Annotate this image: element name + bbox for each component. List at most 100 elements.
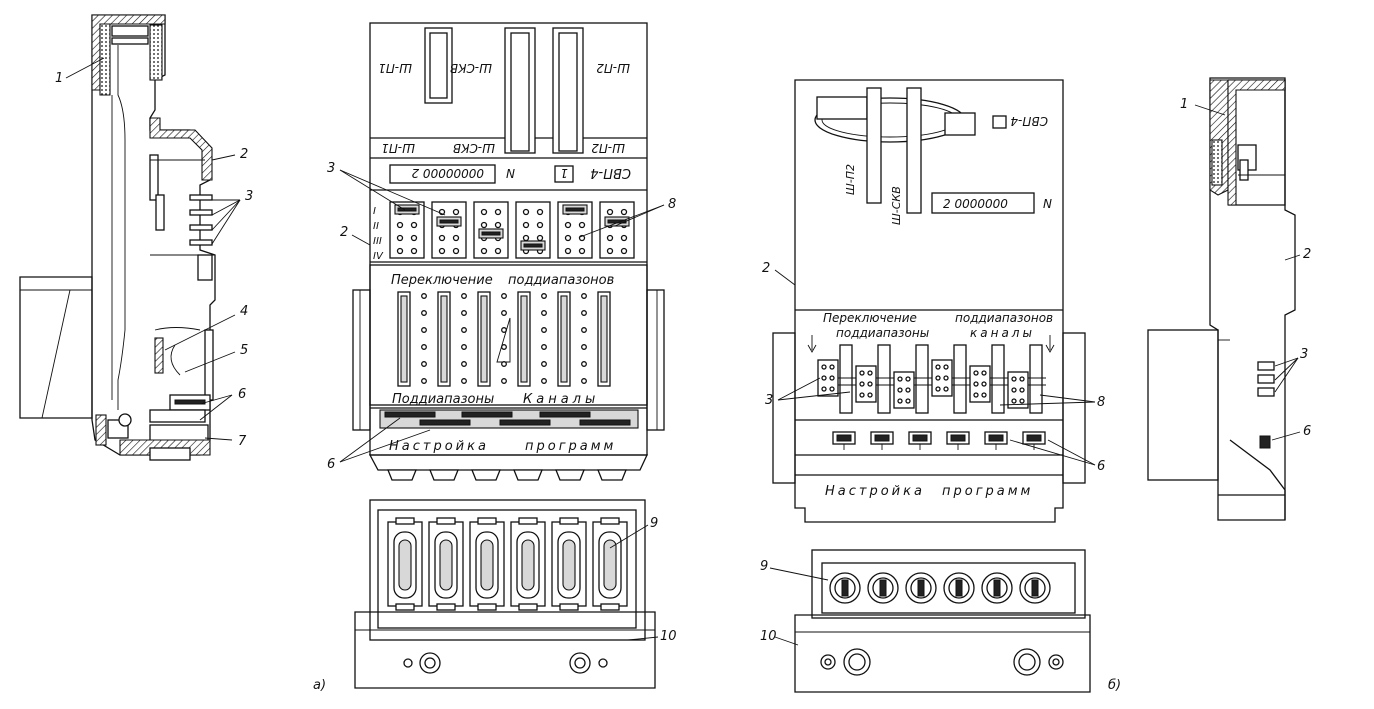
slider-columns-a: [397, 291, 611, 387]
tuning-knob: [471, 469, 501, 481]
serial-number-a: 00000000 2: [411, 166, 484, 180]
slider-dot: [501, 378, 507, 384]
slider-dot: [541, 361, 547, 367]
program-label-b: программ: [942, 484, 1033, 499]
slider-column: [1029, 344, 1043, 414]
callout-2-right: 2: [1303, 247, 1311, 262]
module-label-a-1: Ш-П1: [378, 61, 412, 75]
strip-label-a-1: Ш-П1: [381, 141, 415, 155]
switch-block: [931, 359, 953, 397]
slider-dot: [581, 344, 587, 350]
switch-heading-a-1: Переключение: [391, 273, 493, 288]
module-label-a-3: Ш-П2: [596, 61, 630, 75]
subfig-a-label: а): [313, 678, 326, 693]
callout-6-a: 6: [327, 457, 335, 472]
callout-3-right: 3: [1300, 347, 1308, 362]
tuning-label-a: Настройка: [389, 439, 489, 454]
left-side-section-view: 1 2 3 4 5 6 7: [19, 14, 253, 461]
switch-block: [855, 365, 877, 403]
slider-dot: [421, 310, 427, 316]
subfig-b-label: б): [1108, 678, 1121, 693]
slider-dot: [461, 344, 467, 350]
band-selector-block: [389, 201, 425, 259]
band-selector-block: [557, 201, 593, 259]
callout-8-a: 8: [668, 197, 676, 212]
band-marks-a: I II III IV: [373, 206, 384, 262]
callout-10-a: 10: [660, 629, 677, 644]
tuning-knob: [555, 469, 585, 481]
slider-dot: [581, 293, 587, 299]
callout-5-left: 5: [240, 343, 248, 358]
module-label-b-2: Ш-СКВ: [890, 186, 903, 225]
tuning-knob: [597, 469, 627, 481]
slider-dot: [421, 344, 427, 350]
switch-block: [893, 371, 915, 409]
slider-dot: [421, 327, 427, 333]
tuning-knob: [429, 469, 459, 481]
slider-dot: [461, 378, 467, 384]
slider-dot: [501, 310, 507, 316]
slider-dot: [541, 310, 547, 316]
switch-heading-a-2: поддиапазонов: [508, 273, 614, 288]
panel-name-a: СВП-4: [590, 165, 631, 180]
callout-4-left: 4: [240, 304, 248, 319]
channels-label-b: каналы: [970, 326, 1035, 340]
slider-dot: [501, 344, 507, 350]
view-b-connector-box: 9 10 б): [760, 549, 1121, 693]
callout-8-b: 8: [1097, 395, 1105, 410]
strip-label-a-2: Ш-СКВ: [453, 141, 495, 155]
band-mark-IV: IV: [373, 251, 384, 262]
slider-dot: [501, 293, 507, 299]
slider-dot: [541, 293, 547, 299]
connector-rounds-b: [829, 572, 1051, 604]
slider-dot: [461, 361, 467, 367]
callout-9-b: 9: [760, 559, 768, 574]
strip-label-a-3: Ш-П2: [591, 141, 625, 155]
switch-heading-b-1: Переключение: [823, 311, 917, 325]
callout-7-left: 7: [238, 434, 247, 449]
band-blocks-a: [389, 201, 635, 259]
band-selector-block: [431, 201, 467, 259]
switch-heading-b-2: поддиапазонов: [955, 311, 1053, 325]
sub-bands-label-b: поддиапазоны: [836, 326, 929, 340]
program-label-a: программ: [525, 439, 616, 454]
slider-column: [877, 344, 891, 414]
slider-dot: [581, 310, 587, 316]
callout-1-left: 1: [55, 71, 63, 86]
channels-label-a: Каналы: [523, 392, 599, 407]
slider-dot: [421, 293, 427, 299]
callout-9-a: 9: [650, 516, 658, 531]
slider-dot: [461, 310, 467, 316]
callout-10-b: 10: [760, 629, 777, 644]
sub-bands-label-a: Поддиапазоны: [392, 392, 494, 407]
callout-2-a: 2: [340, 225, 348, 240]
callout-6-right: 6: [1303, 424, 1311, 439]
switch-block: [817, 359, 839, 397]
callout-3-a: 3: [327, 161, 335, 176]
switch-block: [969, 365, 991, 403]
callout-3-b: 3: [765, 393, 773, 408]
module-label-a-2: Ш-СКВ: [450, 61, 492, 75]
band-mark-II: II: [373, 221, 379, 232]
callout-1-right: 1: [1180, 97, 1188, 112]
switch-block: [1007, 371, 1029, 409]
tuning-knob: [513, 469, 543, 481]
serial-letter-b: N: [1043, 197, 1052, 211]
band-selector-block: [473, 201, 509, 259]
callout-2-b: 2: [762, 261, 770, 276]
panel-name-b: СВП-4: [1010, 114, 1048, 128]
serial-letter-a: N: [506, 166, 515, 180]
connector-cells-a: [387, 517, 628, 611]
callout-2-left: 2: [240, 147, 248, 162]
slider-column: [839, 344, 853, 414]
tuning-label-b: Настройка: [825, 484, 925, 499]
slider-dot: [421, 378, 427, 384]
slider-dot: [581, 378, 587, 384]
band-selector-block: [515, 201, 551, 259]
slider-dot: [581, 327, 587, 333]
right-side-view: 1 2 3 6: [1147, 77, 1311, 521]
plug-row-b: [832, 431, 1046, 450]
view-b-front-panel: Ш-П2 Ш-СКВ СВП-4 2 0000000 N Переключени…: [762, 79, 1105, 523]
band-mark-I: I: [373, 206, 376, 217]
